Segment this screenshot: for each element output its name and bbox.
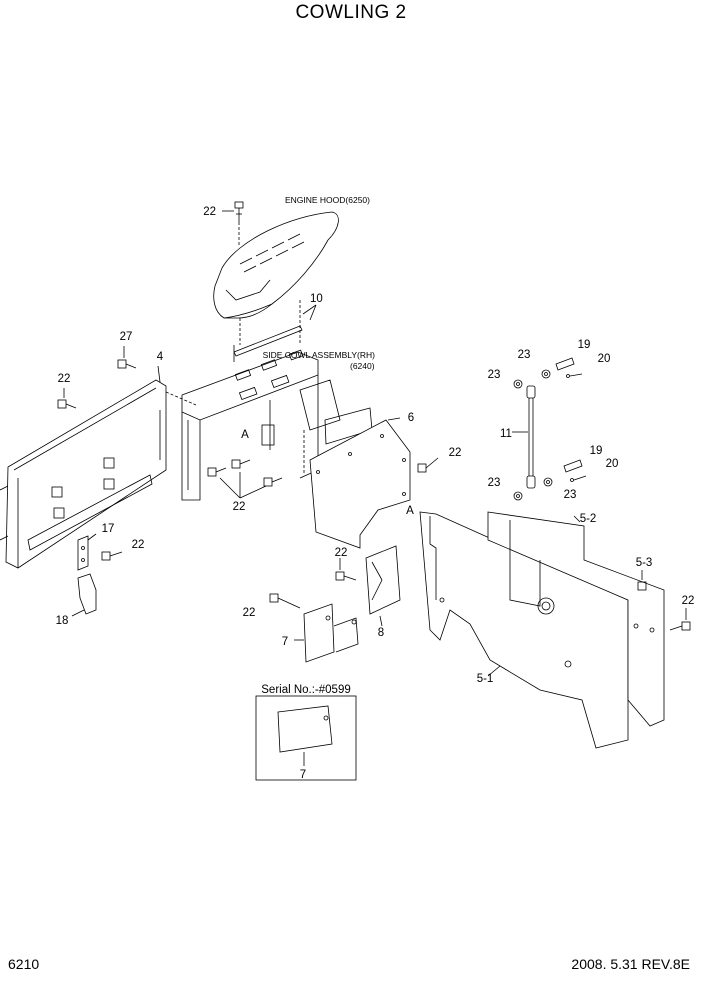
callout-22-bracket: 22 (132, 539, 145, 551)
bolts-22-center (207, 459, 283, 499)
callout-23-a: 23 (518, 349, 531, 361)
inset-serial (255, 695, 357, 781)
bracket-18 (71, 573, 97, 617)
callout-23-b: 23 (488, 369, 501, 381)
callout-ref-a2: A (406, 505, 414, 517)
callout-19-bot: 19 (590, 445, 603, 457)
washers-23 (513, 369, 553, 501)
callout-22-plate7: 22 (243, 607, 256, 619)
callout-5-2: 5-2 (580, 513, 597, 525)
bolt-22-left (57, 388, 77, 409)
callout-18: 18 (56, 615, 69, 627)
callout-11: 11 (500, 428, 512, 440)
callout-22-hood: 22 (203, 206, 216, 218)
seal-strip-10 (233, 304, 317, 362)
plate-8 (365, 545, 401, 627)
callout-7-inset: 7 (300, 769, 306, 781)
page-title: COWLING 2 (295, 2, 407, 23)
bolt-5-3 (637, 570, 647, 591)
bolt-22-farright (669, 608, 691, 631)
callout-ref-a1: A (241, 429, 249, 441)
engine-hood (213, 211, 339, 319)
bolts-19 (555, 357, 583, 473)
callout-20-bot: 20 (606, 458, 619, 470)
side-panel-4 (0, 379, 197, 569)
callout-20-top: 20 (598, 353, 611, 365)
callout-7: 7 (282, 636, 288, 648)
bolt-22-mid (335, 558, 357, 581)
callout-5-1: 5-1 (477, 673, 494, 685)
cowling-exploded-diagram: ENGINE HOOD(6250) SIDE COWL ASSEMBLY(RH)… (0, 195, 695, 781)
plate-6 (309, 417, 411, 549)
serial-note: Serial No.:-#0599 (261, 684, 351, 696)
pins-20 (566, 373, 587, 482)
bolt-22-hood (222, 201, 244, 245)
callout-22-right6: 22 (449, 447, 462, 459)
panel-5-2 (487, 511, 665, 727)
callout-8: 8 (378, 627, 384, 639)
strut-11 (512, 385, 536, 489)
engine-hood-note: ENGINE HOOD(6250) (285, 195, 370, 205)
callout-22-farright: 22 (682, 595, 695, 607)
callout-10: 10 (310, 293, 323, 305)
bolt-22-right6 (417, 457, 439, 473)
side-cowl-ref-note: (6240) (350, 361, 375, 371)
page-number: 6210 (8, 956, 40, 972)
bolt-22-plate7 (269, 593, 301, 609)
side-cowl-note: SIDE COWL ASSEMBLY(RH) (263, 350, 376, 360)
callout-6: 6 (408, 412, 414, 424)
bolt-27 (117, 346, 137, 369)
bolt-22-bracket (101, 551, 123, 561)
callout-5-3: 5-3 (636, 557, 653, 569)
callout-22-mid: 22 (335, 547, 348, 559)
callout-19-top: 19 (578, 339, 591, 351)
callout-22-left: 22 (58, 373, 71, 385)
revision-date: 2008. 5.31 REV.8E (571, 956, 690, 972)
plate-7 (294, 603, 359, 663)
callout-17: 17 (102, 523, 115, 535)
bracket-17 (77, 533, 97, 571)
callout-23-c: 23 (488, 477, 501, 489)
callout-4: 4 (157, 351, 164, 363)
callout-27: 27 (120, 331, 133, 343)
callout-23-d: 23 (564, 489, 577, 501)
callout-22-center: 22 (233, 501, 246, 513)
